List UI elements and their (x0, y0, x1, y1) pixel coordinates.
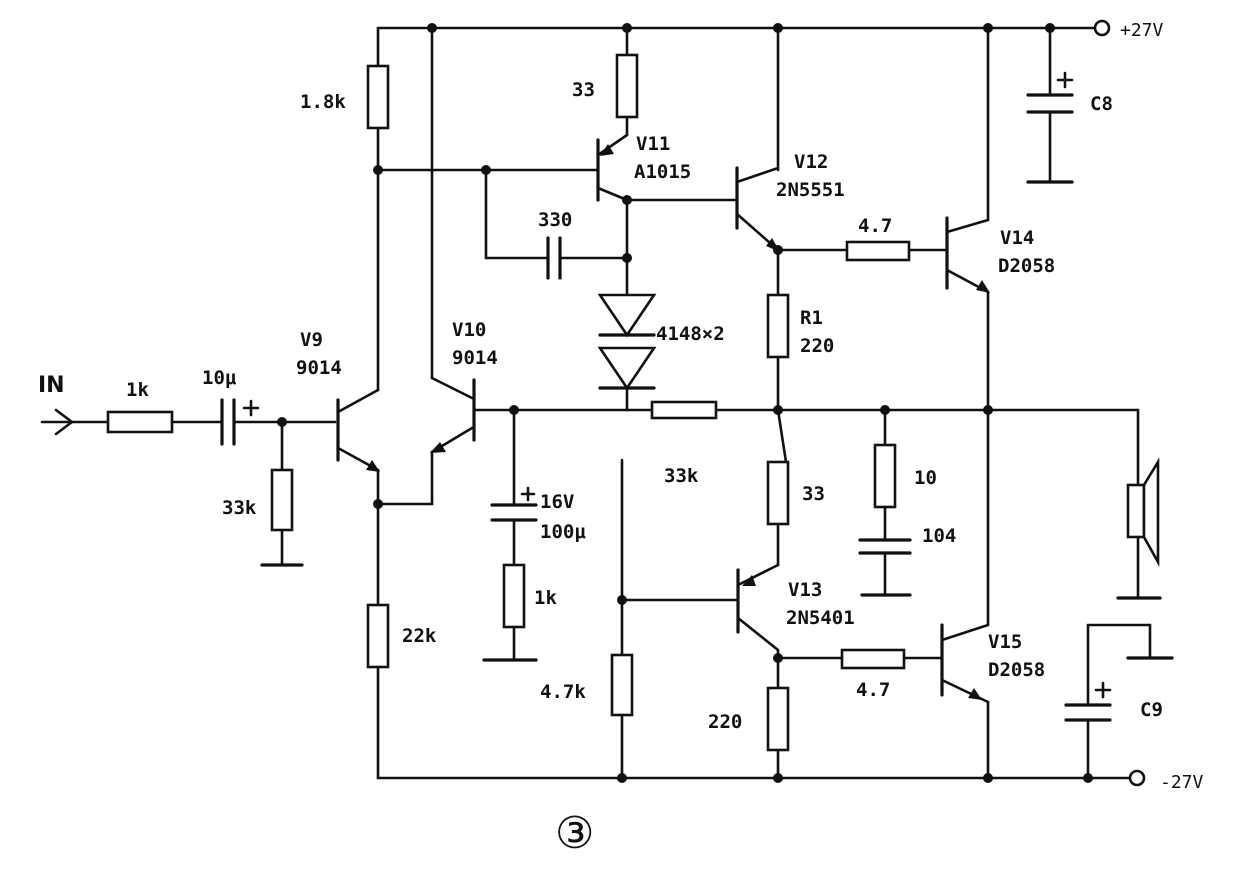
r-33k-fb-label: 33k (664, 465, 699, 487)
transistor-v12 (735, 26, 780, 252)
resistor-r1-220 (766, 293, 790, 359)
resistor-1k-gnd (502, 563, 526, 629)
v13-name: V13 (788, 579, 822, 601)
resistor-1-8k (366, 64, 390, 130)
transistor-v15 (940, 408, 990, 780)
junction-dots (277, 23, 1093, 783)
c9-label: C9 (1140, 699, 1163, 721)
diode-pair-4148 (597, 293, 657, 391)
r-22k-label: 22k (402, 625, 437, 647)
v13-type: 2N5401 (786, 607, 855, 629)
r-in-label: 1k (126, 379, 149, 401)
diodes-label: 4148×2 (656, 323, 725, 345)
v14-name: V14 (1000, 227, 1034, 249)
resistor-33k-feedback (650, 400, 718, 420)
v11-type: A1015 (634, 161, 691, 183)
v12-type: 2N5551 (776, 179, 845, 201)
r-10-label: 10 (914, 467, 937, 489)
resistor-4-7-bot (840, 648, 906, 670)
speaker-icon (1116, 408, 1162, 600)
input-label: IN (38, 373, 65, 398)
transistor-v11 (596, 133, 629, 202)
transistor-v14 (945, 26, 990, 412)
r-33-mid-label: 33 (802, 483, 825, 505)
resistor-10 (873, 443, 897, 509)
resistor-4-7k (610, 653, 634, 717)
v9-name: V9 (300, 329, 323, 351)
c-100u-label: 100μ (540, 521, 586, 543)
resistor-33-mid (766, 460, 790, 526)
v15-type: D2058 (988, 659, 1045, 681)
positive-supply-label: +27V (1120, 20, 1164, 41)
positive-supply-terminal (1093, 19, 1111, 37)
r-4-7-bot-label: 4.7 (856, 679, 890, 701)
c-104-label: 104 (922, 525, 956, 547)
resistor-22k (366, 603, 390, 669)
negative-supply-label: -27V (1160, 772, 1204, 793)
resistor-33-top (615, 53, 639, 119)
r1-value: 220 (800, 335, 834, 357)
v12-name: V12 (794, 151, 828, 173)
v10-name: V10 (452, 319, 486, 341)
r-1-8k-label: 1.8k (300, 91, 346, 113)
r-4-7-top-label: 4.7 (858, 215, 892, 237)
resistor-1k-input (106, 410, 174, 434)
positive-supply-rail (376, 19, 1111, 37)
figure-number: ③ (555, 808, 594, 859)
r-33-top-label: 33 (572, 79, 595, 101)
resistor-4-7-top (845, 240, 911, 262)
r-4-7k-label: 4.7k (540, 681, 586, 703)
r-220-bot-label: 220 (708, 711, 742, 733)
v11-name: V11 (636, 133, 670, 155)
r-1k-gnd-label: 1k (534, 587, 557, 609)
c-330-label: 330 (538, 209, 572, 231)
transistor-v13 (736, 563, 780, 652)
negative-supply-rail (376, 769, 1146, 787)
c8-label: C8 (1090, 93, 1113, 115)
transistor-v10 (430, 26, 1140, 454)
v10-type: 9014 (452, 347, 498, 369)
resistor-220-bot (766, 686, 790, 752)
transistor-v9 (336, 166, 380, 506)
resistor-33k (270, 468, 294, 532)
v9-type: 9014 (296, 357, 342, 379)
r-33k-label: 33k (222, 497, 257, 519)
negative-supply-terminal (1128, 769, 1146, 787)
v15-name: V15 (988, 631, 1022, 653)
v14-type: D2058 (998, 255, 1055, 277)
input-stage (40, 398, 337, 567)
r1-name: R1 (800, 307, 823, 329)
c-16v-label: 16V (540, 491, 574, 513)
c-in-label: 10μ (202, 367, 237, 389)
